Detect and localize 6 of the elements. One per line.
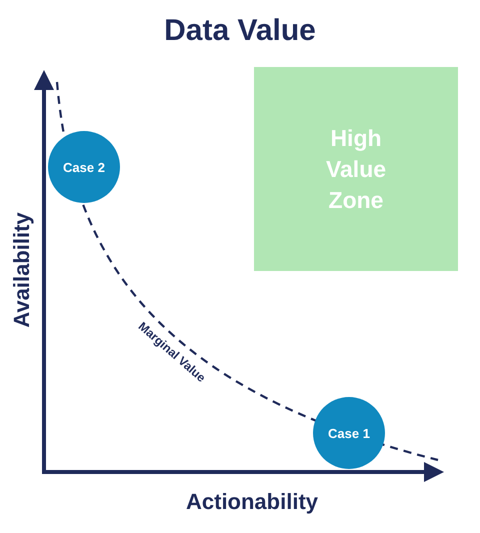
case-circle: Case 1 xyxy=(313,397,385,469)
case-circle: Case 2 xyxy=(48,131,120,203)
diagram-title: Data Value xyxy=(163,14,317,48)
axis-label: Availability xyxy=(9,212,35,328)
axis-label: Actionability xyxy=(186,489,318,515)
zone-box: High Value Zone xyxy=(254,67,458,271)
